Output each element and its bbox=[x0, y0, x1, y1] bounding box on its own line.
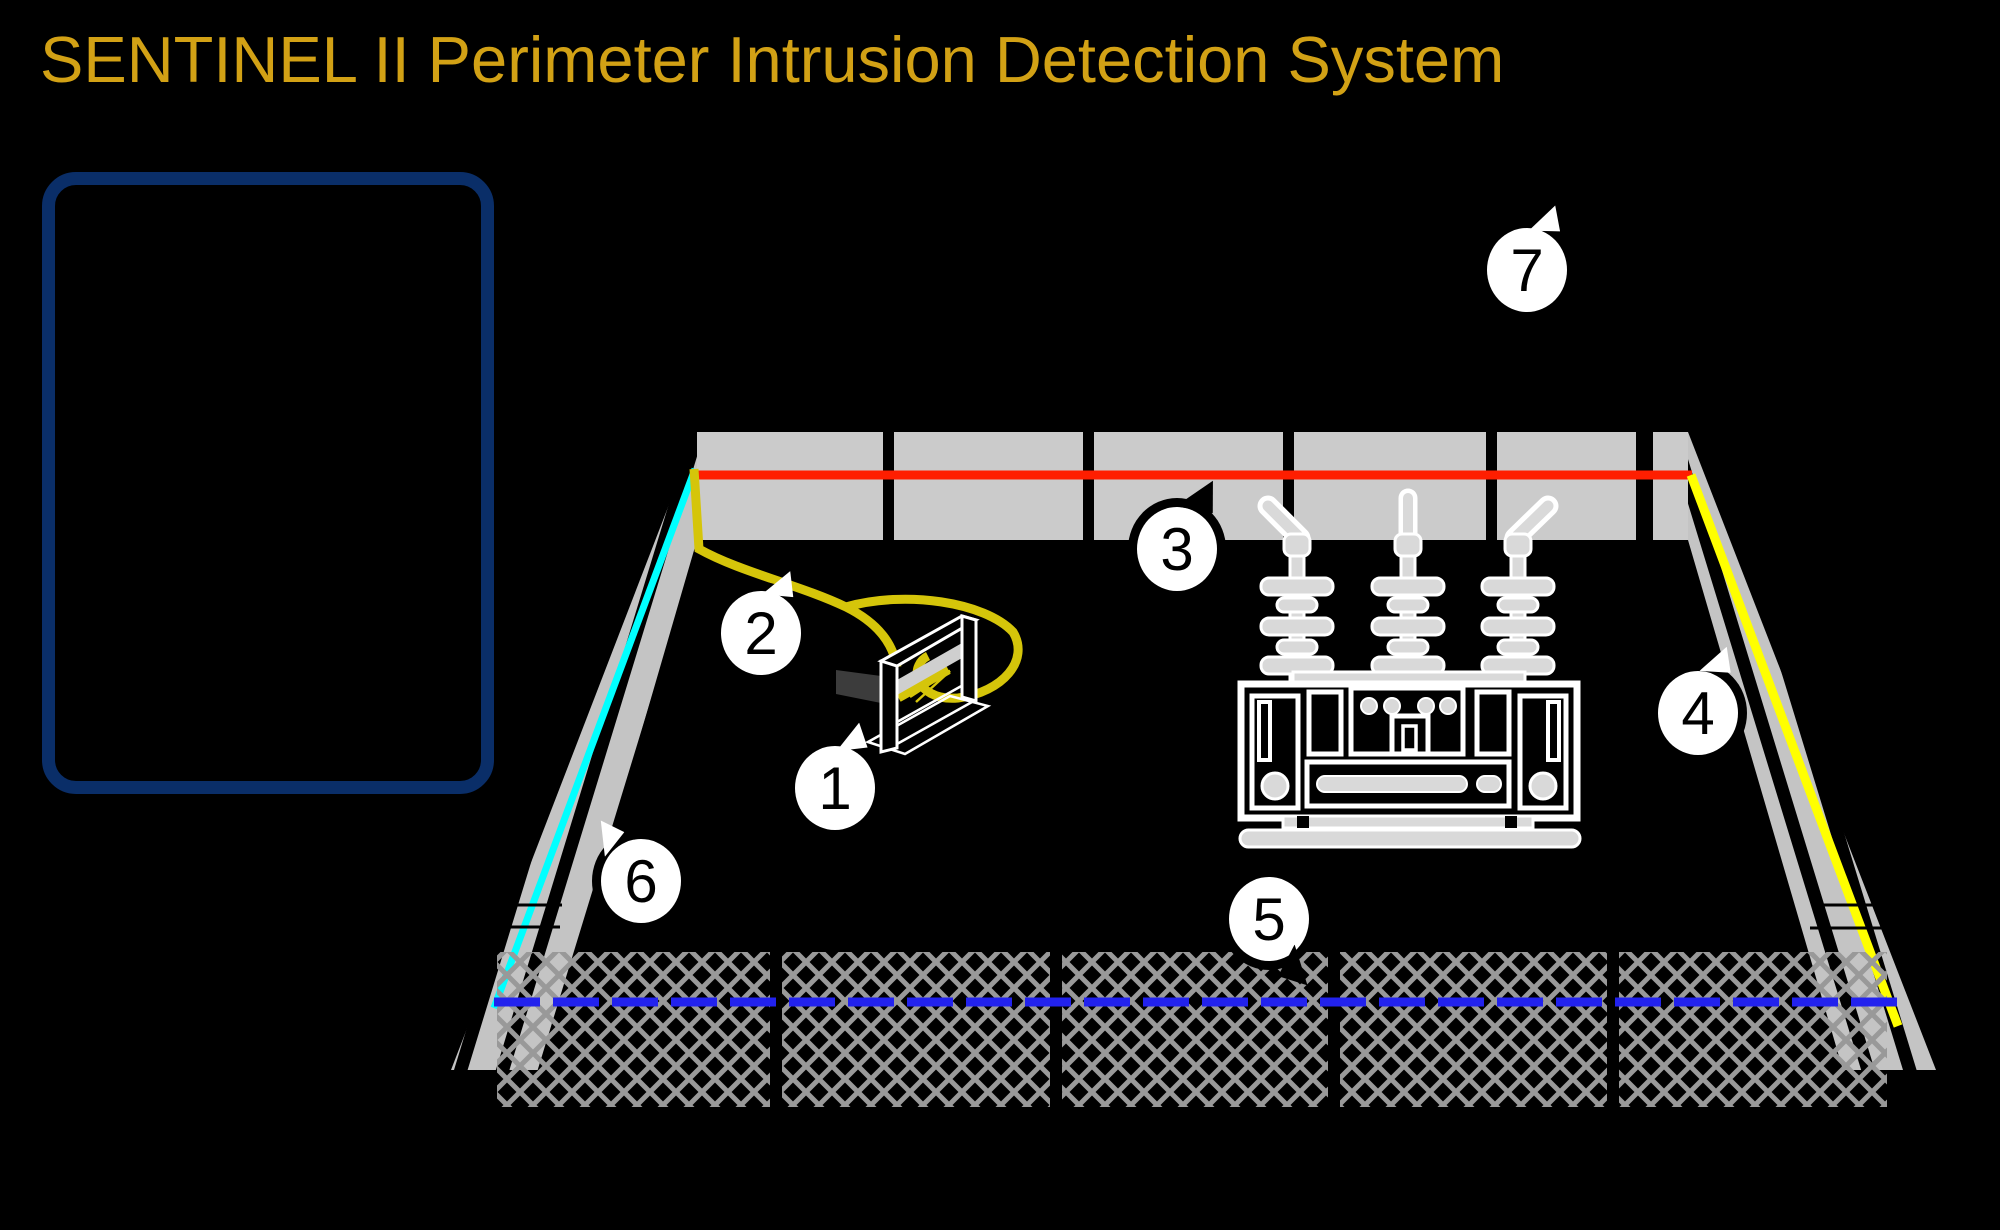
legend-box bbox=[42, 172, 494, 794]
callout-2: 2 bbox=[721, 591, 801, 675]
callout-1: 1 bbox=[795, 746, 875, 830]
left-fence bbox=[451, 432, 697, 1070]
bushing-middle bbox=[1370, 532, 1446, 684]
callout-4: 4 bbox=[1658, 671, 1738, 755]
transformer bbox=[1237, 488, 1582, 849]
cyan-sensor-cable bbox=[490, 467, 699, 1010]
yellow-sensor-cable bbox=[1686, 473, 1903, 1028]
callout-5: 5 bbox=[1229, 877, 1309, 961]
callout-6-number: 6 bbox=[624, 848, 658, 915]
bushing-left bbox=[1259, 532, 1335, 684]
callout-5-number: 5 bbox=[1252, 886, 1286, 953]
callout-1-number: 1 bbox=[818, 755, 852, 822]
callout-3-number: 3 bbox=[1160, 516, 1194, 583]
termination-box bbox=[836, 614, 992, 756]
callout-7: 7 bbox=[1487, 228, 1567, 312]
bushing-right bbox=[1480, 532, 1556, 684]
fence-rails bbox=[462, 903, 1905, 930]
callout-6: 6 bbox=[601, 839, 681, 923]
callout-4-number: 4 bbox=[1681, 680, 1715, 747]
callout-7-number: 7 bbox=[1510, 237, 1544, 304]
right-fence bbox=[1688, 432, 1936, 1070]
chainlink-fence bbox=[497, 952, 1887, 1107]
callout-2-number: 2 bbox=[744, 600, 778, 667]
page-title: SENTINEL II Perimeter Intrusion Detectio… bbox=[40, 23, 1505, 96]
callout-3: 3 bbox=[1137, 507, 1217, 591]
